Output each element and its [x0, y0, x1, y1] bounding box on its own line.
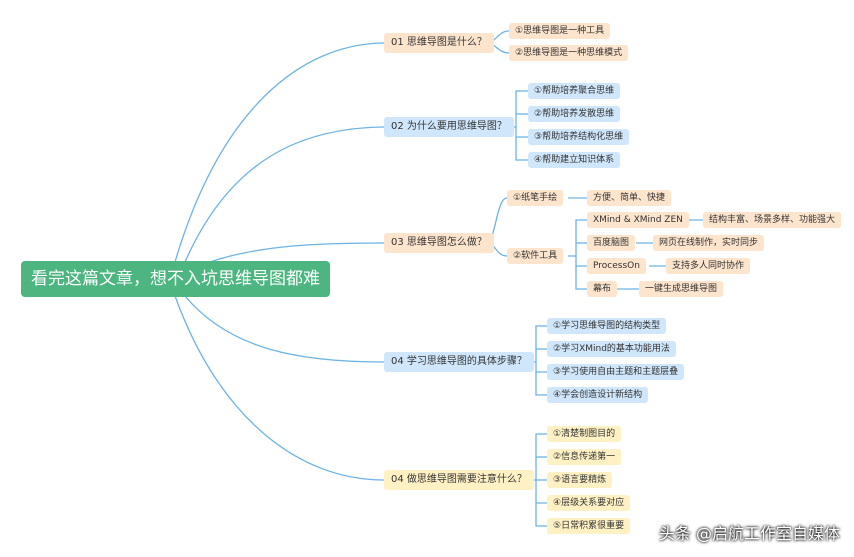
subtopic-1-1[interactable]: ①思维导图是一种工具 — [509, 23, 611, 39]
subtopic-2-4[interactable]: ④帮助建立知识体系 — [528, 152, 621, 168]
subtopic-5-5[interactable]: ⑤日常积累很重要 — [547, 518, 631, 534]
branch-topic-3[interactable]: 03 思维导图怎么做？ — [384, 233, 494, 253]
branch-topic-1[interactable]: 01 思维导图是什么？ — [384, 33, 494, 53]
subtopic-5-3[interactable]: ③语言要精炼 — [547, 472, 613, 488]
root-topic[interactable]: 看完这篇文章，想不入坑思维导图都难 — [21, 261, 330, 297]
detail-3-1-1[interactable]: 方便、简单、快捷 — [587, 190, 672, 206]
tool-processon-desc[interactable]: 支持多人同时协作 — [666, 258, 751, 274]
watermark: 头条 @启航工作室自媒体 — [658, 524, 840, 543]
subtopic-4-1[interactable]: ①学习思维导图的结构类型 — [547, 318, 667, 334]
tool-processon[interactable]: ProcessOn — [587, 258, 646, 274]
subtopic-5-4[interactable]: ④层级关系要对应 — [547, 495, 631, 511]
tool-xmind-desc[interactable]: 结构丰富、场景多样、功能强大 — [703, 212, 842, 228]
tool-baidu[interactable]: 百度脑图 — [587, 235, 636, 251]
subtopic-2-1[interactable]: ①帮助培养聚合思维 — [528, 83, 621, 99]
subtopic-5-2[interactable]: ②信息传递第一 — [547, 449, 622, 465]
subtopic-2-2[interactable]: ②帮助培养发散思维 — [528, 106, 621, 122]
subtopic-4-3[interactable]: ③学习使用自由主题和主题层叠 — [547, 364, 685, 380]
subtopic-5-1[interactable]: ①清楚制图目的 — [547, 426, 622, 442]
subtopic-4-2[interactable]: ②学习XMind的基本功能用法 — [547, 341, 676, 357]
tool-xmind[interactable]: XMind & XMind ZEN — [587, 212, 689, 228]
subtopic-1-2[interactable]: ②思维导图是一种思维模式 — [509, 45, 629, 61]
subtopic-2-3[interactable]: ③帮助培养结构化思维 — [528, 129, 630, 145]
branch-topic-5[interactable]: 04 做思维导图需要注意什么？ — [384, 470, 534, 490]
tool-baidu-desc[interactable]: 网页在线制作，实时同步 — [653, 235, 765, 251]
tool-mubu[interactable]: 幕布 — [587, 281, 618, 297]
tool-mubu-desc[interactable]: 一键生成思维导图 — [639, 281, 724, 297]
subtopic-3-2[interactable]: ②软件工具 — [507, 248, 564, 264]
subtopic-4-4[interactable]: ④学会创造设计新结构 — [547, 387, 649, 403]
branch-topic-2[interactable]: 02 为什么要用思维导图？ — [384, 117, 514, 137]
subtopic-3-1[interactable]: ①纸笔手绘 — [507, 190, 564, 206]
branch-topic-4[interactable]: 04 学习思维导图的具体步骤？ — [384, 352, 534, 372]
